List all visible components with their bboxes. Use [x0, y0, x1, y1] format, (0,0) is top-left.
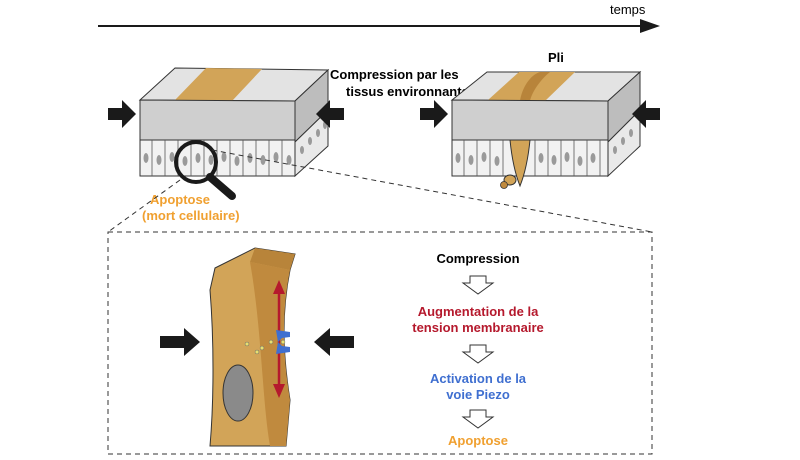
flow-step-piezo-1: Activation de la: [430, 371, 527, 386]
flow-step-apoptosis: Apoptose: [448, 433, 508, 448]
flow-arrow-1: [461, 275, 495, 295]
inset-arrow-left: [160, 328, 200, 356]
compression-label-line1: Compression par les: [330, 67, 459, 82]
time-label: temps: [610, 2, 646, 17]
compress-arrow-right-1: [316, 100, 344, 128]
zoom-inset-frame: [107, 231, 653, 455]
piezo-channel-icon: [244, 330, 290, 355]
compression-label-line2: tissus environnants: [346, 84, 469, 99]
inset-arrow-right: [314, 328, 354, 356]
tissue-block-folded: [450, 70, 642, 189]
zoom-line-right: [211, 149, 653, 233]
zoom-line-left: [107, 179, 181, 233]
compress-arrow-right-2: [632, 100, 660, 128]
flow-arrow-3: [461, 409, 495, 429]
flow-step-compression: Compression: [436, 251, 519, 266]
fold-label: Pli: [548, 50, 564, 65]
flow-step-tension-2: tension membranaire: [412, 320, 544, 335]
flow-step-piezo-2: voie Piezo: [446, 387, 510, 402]
apoptosis-label-line2: (mort cellulaire): [142, 208, 240, 223]
flow-arrow-2: [461, 344, 495, 364]
magnifier-icon: [174, 140, 236, 200]
apoptosis-label-line1: Apoptose: [150, 192, 210, 207]
compress-arrow-left-1: [108, 100, 136, 128]
flow-step-tension-1: Augmentation de la: [418, 304, 539, 319]
tissue-block-flat: [138, 67, 330, 178]
compress-arrow-left-2: [420, 100, 448, 128]
time-arrow: [98, 19, 660, 33]
